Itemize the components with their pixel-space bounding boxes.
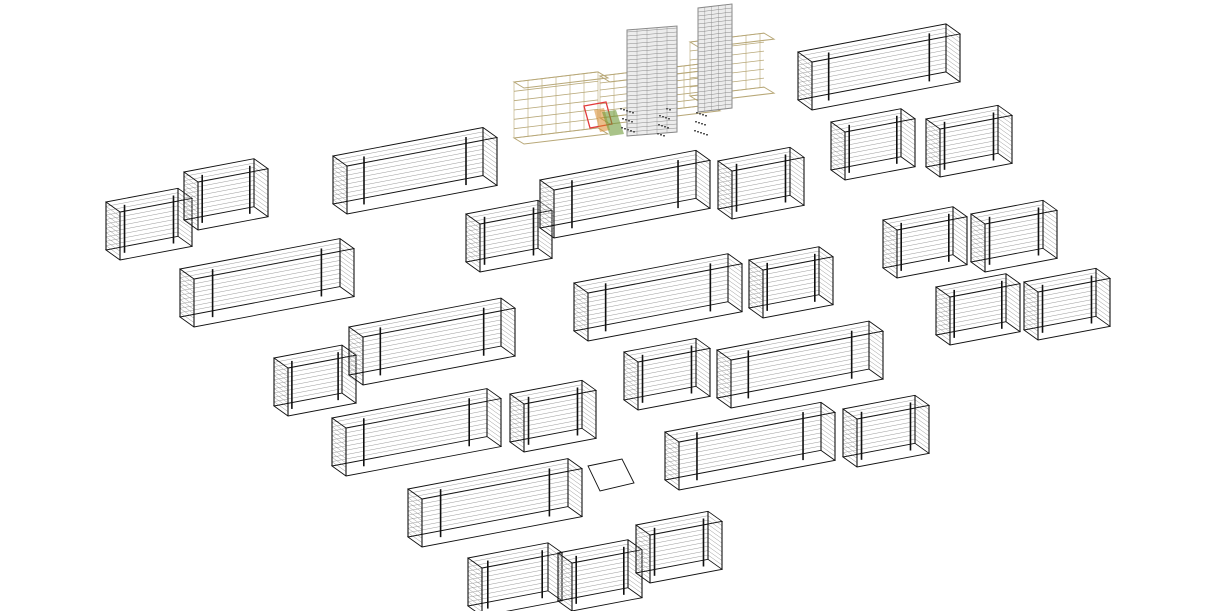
tower-complex [512, 3, 776, 145]
block-14 [663, 394, 931, 491]
site-pad [587, 458, 635, 492]
accent-orange [594, 108, 610, 132]
accent-green [602, 110, 624, 136]
block-06 [716, 146, 806, 220]
block-01 [796, 23, 962, 111]
block-03 [104, 158, 270, 261]
block-12 [622, 320, 885, 411]
block-02 [331, 127, 499, 215]
block-16 [466, 510, 724, 611]
block-11 [272, 297, 517, 417]
block-09 [572, 246, 835, 342]
block-08 [881, 199, 1059, 279]
block-10 [934, 267, 1112, 346]
block-13 [330, 379, 598, 477]
block-05 [464, 149, 712, 273]
block-07 [829, 104, 1014, 181]
block-04 [178, 238, 356, 328]
block-15 [406, 458, 584, 548]
